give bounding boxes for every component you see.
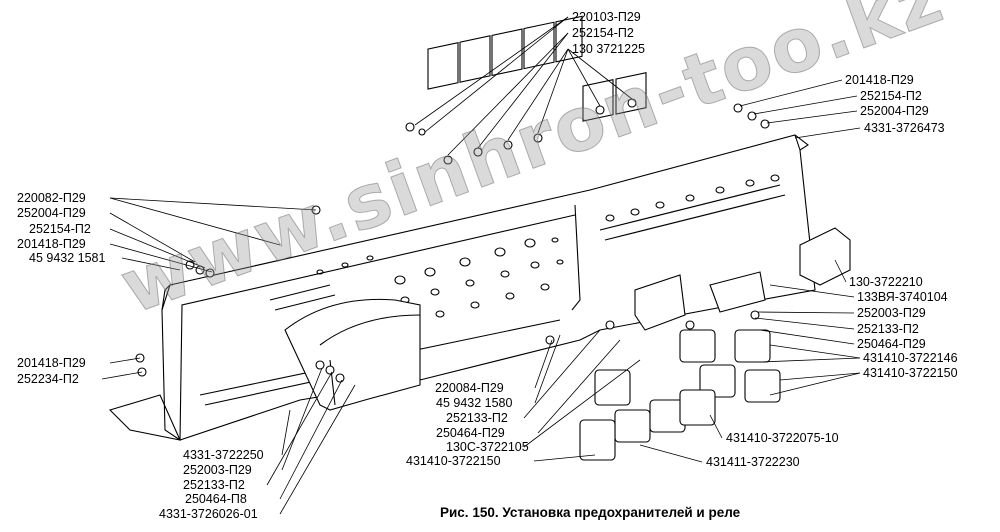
label-l18: 431410-3722146 <box>863 351 958 365</box>
relay-cluster <box>579 227 851 461</box>
label-l3: 130 3721225 <box>572 42 645 56</box>
label-l27: 431410-3722150 <box>406 454 501 468</box>
label-l17: 250464-П29 <box>857 337 926 351</box>
label-l5: 252154-П2 <box>860 89 922 103</box>
label-l32: 252133-П2 <box>183 478 245 492</box>
label-l31: 252003-П29 <box>183 463 252 477</box>
part-labels: 220103-П29 252154-П2 130 3721225 201418-… <box>17 10 958 521</box>
label-l15: 252003-П29 <box>857 306 926 320</box>
label-l29: 431411-3722230 <box>706 455 800 469</box>
label-l12: 45 9432 1581 <box>29 251 106 265</box>
label-l4: 201418-П29 <box>845 73 914 87</box>
label-l34: 4331-3726026-01 <box>159 507 258 521</box>
label-l19: 431410-3722150 <box>863 366 958 380</box>
label-l16: 252133-П2 <box>857 322 919 336</box>
label-l7: 4331-3726473 <box>864 121 945 135</box>
label-l23: 45 9432 1580 <box>436 396 513 410</box>
label-l30: 4331-3722250 <box>183 448 264 462</box>
label-l13: 130-3722210 <box>849 275 923 289</box>
label-l9: 252004-П29 <box>17 206 86 220</box>
label-l20: 201418-П29 <box>17 356 86 370</box>
label-l22: 220084-П29 <box>435 381 504 395</box>
label-l11: 201418-П29 <box>17 237 86 251</box>
figure-caption: Рис. 150. Установка предохранителей и ре… <box>440 505 741 520</box>
label-l26: 130С-3722105 <box>446 440 529 454</box>
fuse-block-group <box>427 15 647 165</box>
label-l6: 252004-П29 <box>860 104 929 118</box>
label-l14: 133ВЯ-3740104 <box>857 290 948 304</box>
label-l25: 250464-П29 <box>436 426 505 440</box>
mounting-panel <box>108 134 816 441</box>
label-l28: 431410-3722075-10 <box>726 431 839 445</box>
label-l2: 252154-П2 <box>572 26 634 40</box>
leader-lines <box>101 16 861 515</box>
label-l24: 252133-П2 <box>446 411 508 425</box>
label-l8: 220082-П29 <box>17 191 86 205</box>
label-l21: 252234-П2 <box>17 372 79 386</box>
label-l10: 252154-П2 <box>29 222 91 236</box>
label-l1: 220103-П29 <box>572 10 641 24</box>
label-l33: 250464-П8 <box>185 492 247 506</box>
